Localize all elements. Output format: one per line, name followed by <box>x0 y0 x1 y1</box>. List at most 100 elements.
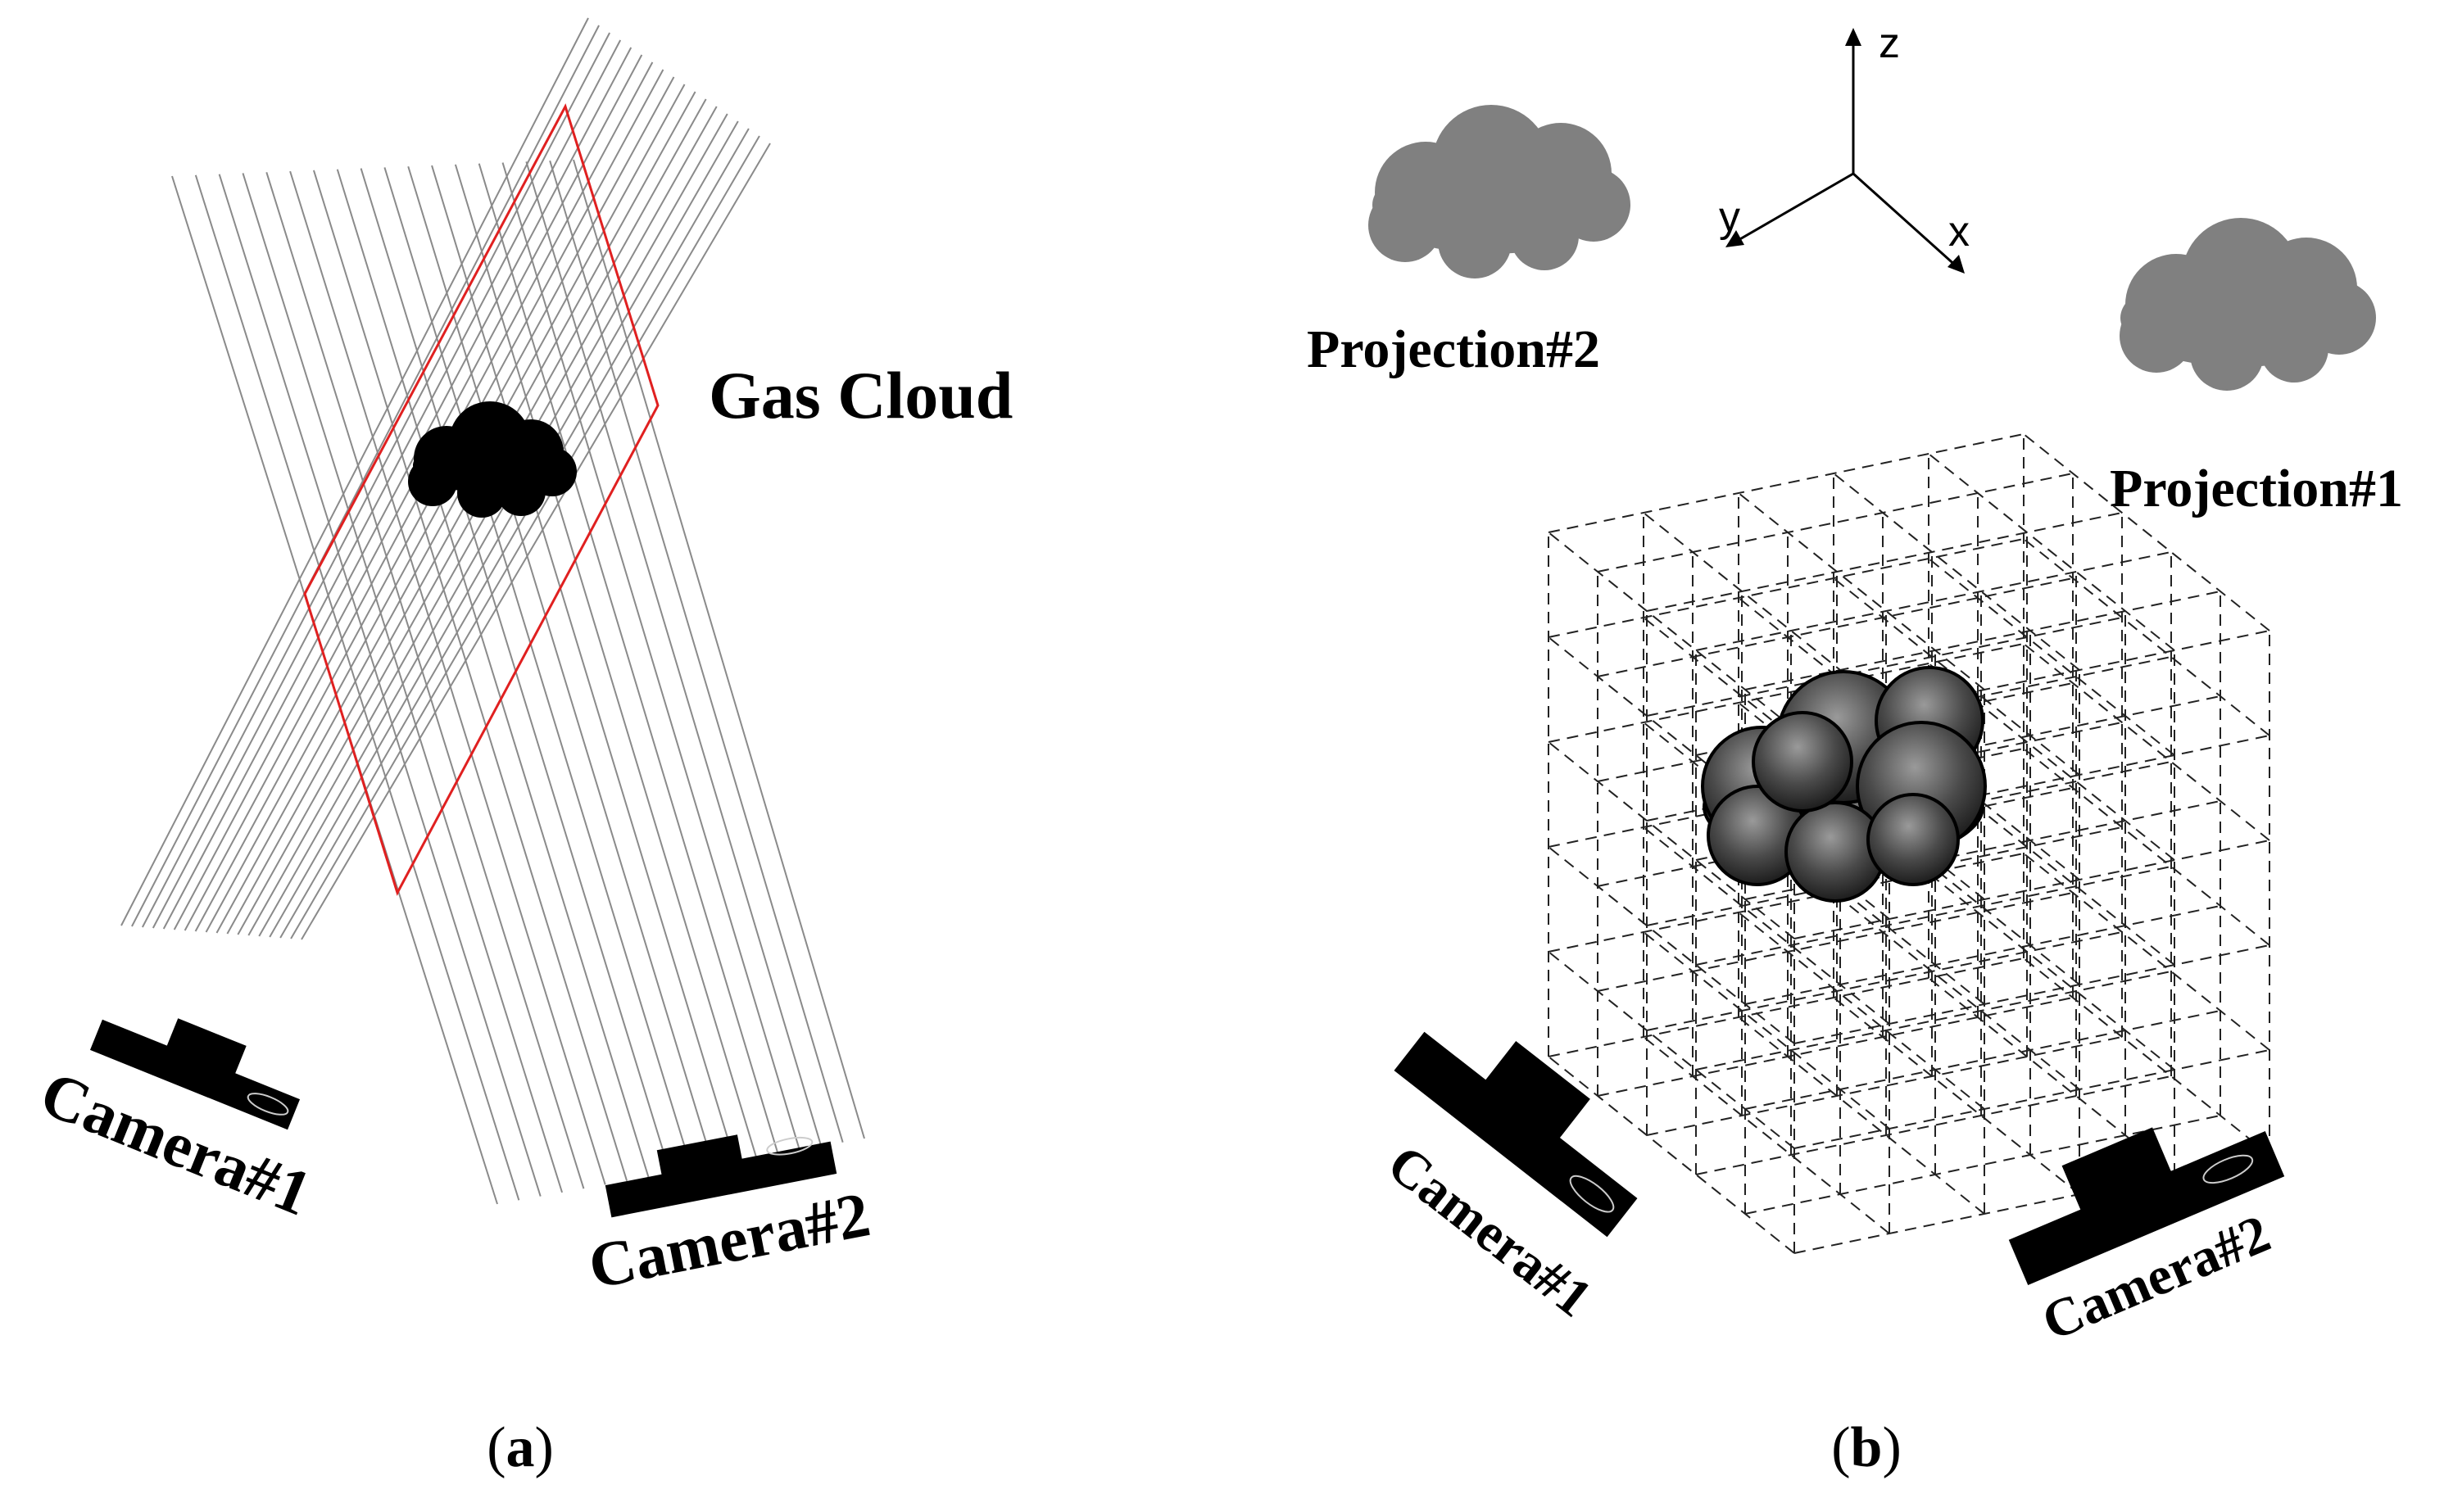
voxel-grid-line <box>1548 532 1795 730</box>
camera1-ray <box>237 98 707 935</box>
camera2-ray <box>478 163 779 1155</box>
projection2-label: Projection#2 <box>1307 319 1600 379</box>
projection1-cloud-icon <box>2120 218 2376 391</box>
camera1-ray <box>269 120 739 938</box>
voxel-grid-line <box>1548 538 2025 638</box>
voxel-grid-line <box>1738 912 1985 1110</box>
camera2-ray <box>265 171 585 1189</box>
voxel-grid-line <box>1793 1049 2270 1149</box>
voxel-grid-line <box>1646 512 2123 612</box>
camera2-ray <box>383 167 693 1170</box>
camera1-ray <box>301 143 771 940</box>
voxel-grid-line <box>1643 931 1890 1129</box>
camera2-ray <box>431 165 736 1162</box>
camera1-ray <box>258 113 728 937</box>
voxel-grid-line <box>1744 1010 2221 1110</box>
voxel-grid-line <box>1548 643 2025 743</box>
voxel-grid-line <box>1548 433 2025 533</box>
gas-cloud-label: Gas Cloud <box>709 358 1013 432</box>
voxel-grid-line <box>1793 840 2270 939</box>
voxel-grid-line <box>2023 538 2270 736</box>
voxel-grid-line <box>1597 577 2074 677</box>
voxel-grid-line <box>1597 682 2074 782</box>
camera2-ray <box>454 164 758 1158</box>
gas-cloud-icon <box>408 401 577 518</box>
gas-cloud-3d-icon <box>1701 666 1987 903</box>
voxel-grid-line <box>1548 741 1795 939</box>
voxel-grid-line <box>1833 892 2080 1090</box>
camera2-ray <box>289 170 606 1185</box>
voxel-grid-line <box>2023 643 2270 841</box>
axis-y-label: y <box>1719 193 1740 241</box>
voxel-grid-line <box>1695 866 2172 966</box>
voxel-grid-line <box>1548 951 1795 1149</box>
projection2-cloud-icon <box>1368 105 1630 278</box>
voxel-grid-line <box>1833 997 2080 1195</box>
camera2-ray <box>525 161 823 1147</box>
grid-boundary <box>303 103 660 896</box>
voxel-grid-line <box>1597 997 2074 1097</box>
panel-b-label: (b) <box>1831 1416 1902 1479</box>
camera1-ray <box>247 106 718 936</box>
projection1-label: Projection#1 <box>2110 459 2403 518</box>
voxel-grid-line <box>1928 767 2175 966</box>
voxel-grid-line <box>1548 636 1795 835</box>
voxel-grid-line <box>1597 892 2074 992</box>
voxel-grid-line <box>1928 558 2175 756</box>
voxel-grid-line <box>1833 473 2080 671</box>
camera2-ray <box>501 162 800 1151</box>
axis-triad <box>1725 28 1965 274</box>
voxel-grid-line <box>1744 905 2221 1005</box>
voxel-grid-line <box>1597 473 2074 573</box>
voxel-grid-line <box>1793 944 2270 1044</box>
voxel-grid-line <box>1928 872 2175 1071</box>
voxel-grid-line <box>2023 853 2270 1051</box>
camera1-ray <box>173 54 643 930</box>
camera2-ray <box>312 170 628 1182</box>
camera1-ray <box>215 84 686 934</box>
voxel-grid-line <box>1738 1016 1985 1215</box>
voxel-grid-line <box>1643 617 1890 815</box>
voxel-grid-line <box>1597 787 2074 887</box>
camera2-ray <box>194 174 520 1201</box>
voxel-grid-line <box>2023 748 2270 946</box>
voxel-grid-line <box>1646 931 2123 1031</box>
camera2-ray-bundle <box>171 159 865 1205</box>
panel-b: z y x Projection#2 Projection#1 <box>1307 20 2403 1479</box>
voxel-grid-line <box>1548 846 1795 1044</box>
voxel-grid-line <box>1928 453 2175 651</box>
voxel-grid-line <box>1928 977 2175 1175</box>
voxel-grid-line <box>1548 957 2025 1057</box>
voxel-grid-line <box>1738 807 1985 1005</box>
camera1-icon <box>89 1018 301 1130</box>
voxel-grid-line <box>1928 663 2175 861</box>
camera2-ray <box>549 160 844 1143</box>
voxel-grid-line <box>1695 971 2172 1071</box>
camera1-ray <box>120 17 589 926</box>
camera2-icon-3d <box>2008 1127 2285 1286</box>
camera2-ray <box>573 159 865 1139</box>
voxel-grid-line <box>1744 1115 2221 1215</box>
camera2-ray <box>336 169 650 1178</box>
camera1-ray <box>290 135 760 939</box>
panel-a-label: (a) <box>487 1416 554 1479</box>
voxel-grid-line <box>1833 787 2080 985</box>
axis-z-label: z <box>1879 20 1900 67</box>
reconstruction-grid <box>303 103 660 896</box>
camera1-ray <box>162 47 633 930</box>
voxel-grid-line <box>1738 492 1985 690</box>
axis-x-label: x <box>1948 208 1970 256</box>
voxel-grid-line <box>1643 826 1890 1025</box>
voxel-grid-line <box>1643 512 1890 710</box>
camera1-ray <box>279 128 750 939</box>
camera2-icon <box>605 1134 837 1218</box>
camera1-ray <box>131 25 600 927</box>
camera1-ray-bundle <box>120 17 771 940</box>
voxel-grid-line <box>1695 1075 2172 1175</box>
voxel-grid-line <box>1643 1036 1890 1234</box>
camera2-ray <box>218 174 542 1197</box>
voxel-grid-line <box>1548 1056 1795 1254</box>
voxel-grid-line <box>1646 826 2123 926</box>
camera2-ray <box>242 173 564 1193</box>
